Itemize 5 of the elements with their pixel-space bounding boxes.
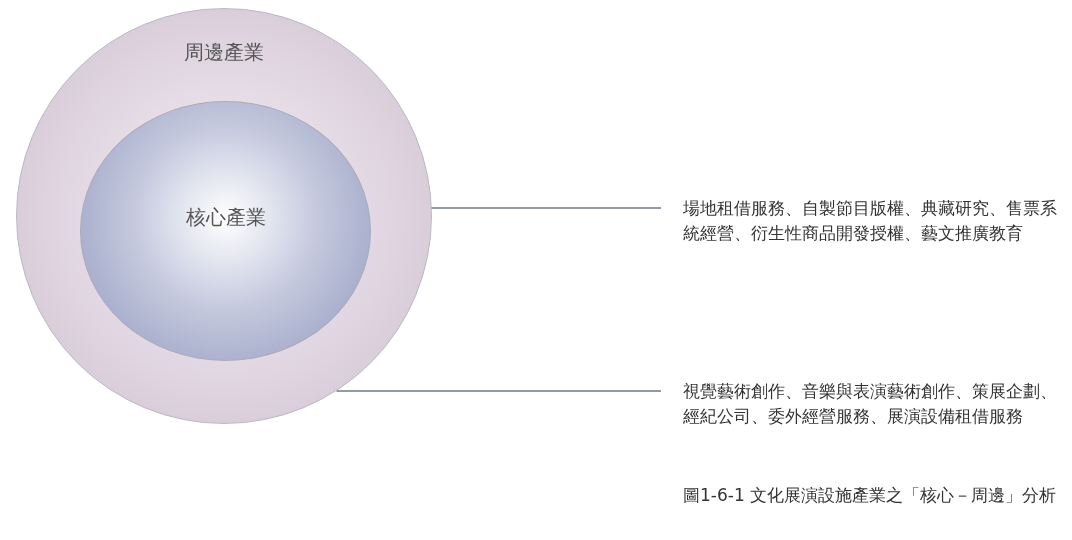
description-text: 場地租借服務、自製節目版權、典藏研究、售票系統經營、衍生性商品開發授權、藝文推廣教育	[683, 196, 1071, 246]
ring-label: 周邊產業	[184, 39, 264, 66]
description-text: 視覺藝術創作、音樂與表演藝術創作、策展企劃、經紀公司、委外經營服務、展演設備租借服務	[683, 379, 1071, 429]
ring-label: 核心產業	[185, 204, 266, 231]
figure-caption: 圖1-6-1 文化展演設施產業之「核心－周邊」分析	[683, 484, 1058, 507]
